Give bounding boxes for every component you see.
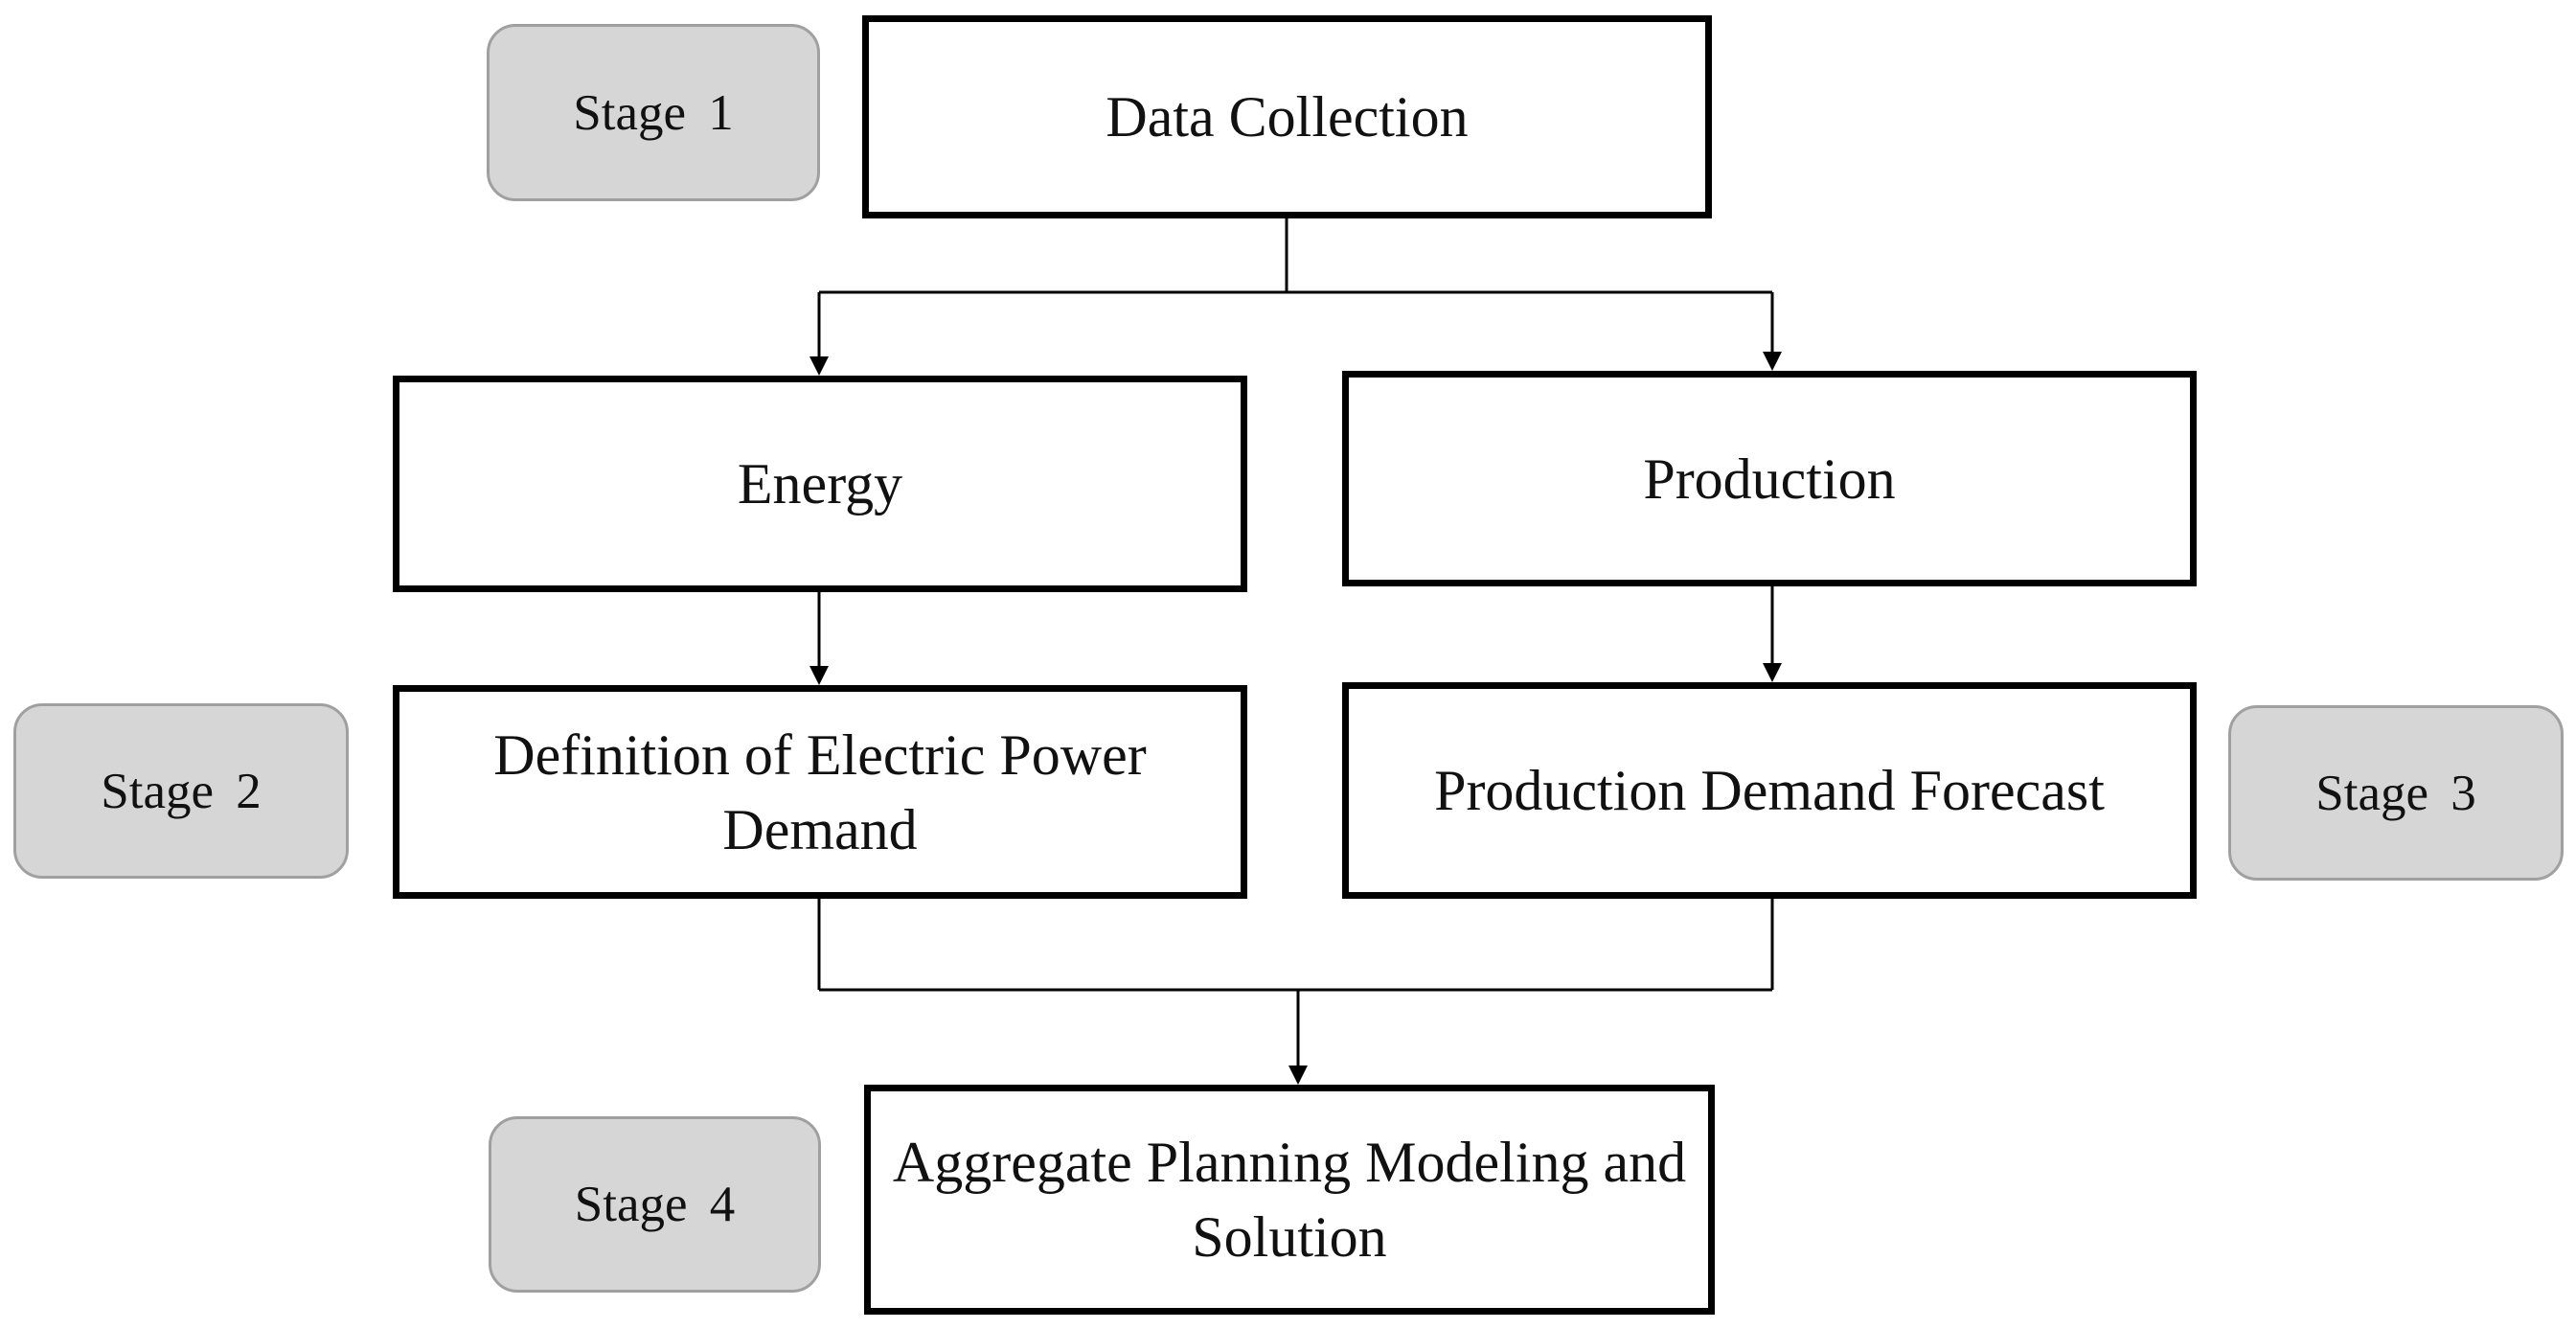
arrowhead-electric-demand xyxy=(809,666,829,685)
stage-4-badge: Stage 4 xyxy=(489,1116,821,1293)
energy-label: Energy xyxy=(737,452,903,516)
arrowhead-aggregate-planning xyxy=(1288,1065,1308,1085)
electric-power-demand-box: Definition of Electric Power Demand xyxy=(393,685,1247,899)
electric-power-demand-label: Definition of Electric Power Demand xyxy=(493,722,1147,861)
data-collection-box: Data Collection xyxy=(862,15,1712,218)
production-label: Production xyxy=(1643,447,1896,511)
stage-1-badge: Stage 1 xyxy=(487,24,820,201)
stage-3-badge: Stage 3 xyxy=(2228,705,2564,881)
arrowhead-forecast xyxy=(1763,663,1782,682)
aggregate-planning-box: Aggregate Planning Modeling and Solution xyxy=(864,1085,1715,1315)
production-box: Production xyxy=(1342,371,2197,586)
stage-2-badge: Stage 2 xyxy=(13,703,349,879)
production-demand-forecast-box: Production Demand Forecast xyxy=(1342,682,2197,899)
data-collection-label: Data Collection xyxy=(1106,85,1469,149)
aggregate-planning-label: Aggregate Planning Modeling and Solution xyxy=(892,1131,1687,1269)
arrowhead-energy xyxy=(809,356,829,376)
arrowhead-production xyxy=(1763,352,1782,371)
energy-box: Energy xyxy=(393,376,1247,592)
production-demand-forecast-label: Production Demand Forecast xyxy=(1434,759,2105,822)
